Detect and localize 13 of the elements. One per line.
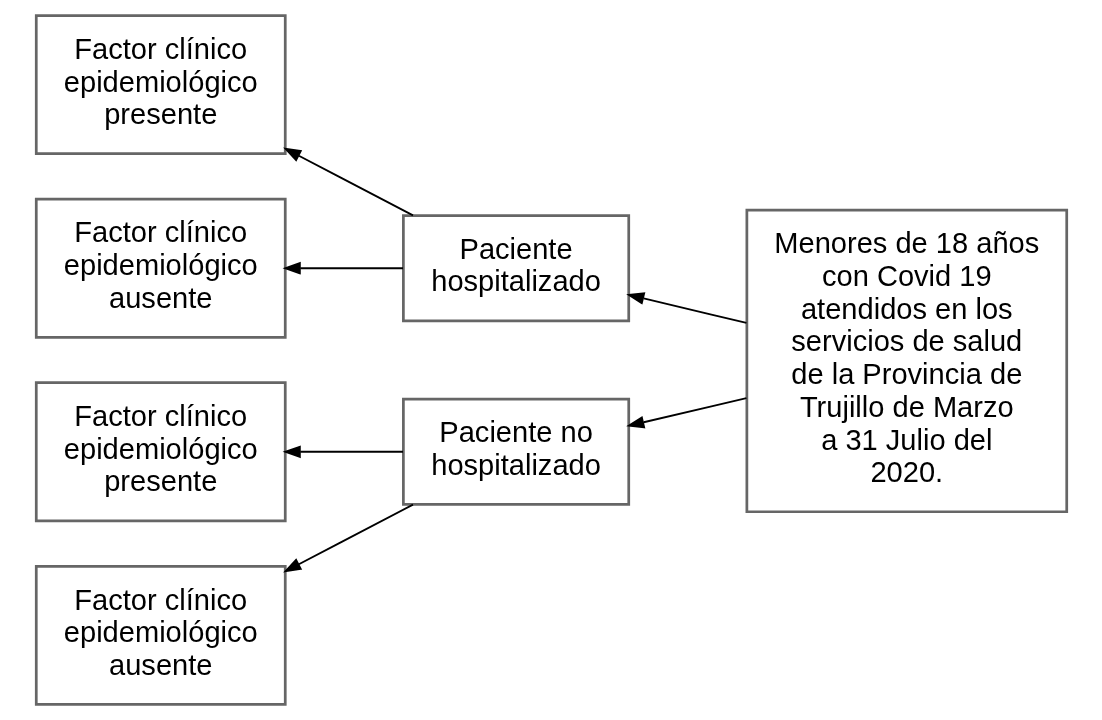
arrow [625, 292, 747, 324]
node-box: Factor clínico epidemiológico ausente [34, 197, 287, 339]
arrow [282, 261, 404, 275]
node-box: Paciente hospitalizado [401, 214, 630, 323]
arrow [282, 503, 414, 573]
arrow [625, 397, 747, 429]
arrow [282, 147, 414, 217]
node-box: Factor clínico epidemiológico presente [34, 381, 287, 523]
node-box: Factor clínico epidemiológico ausente [34, 564, 287, 706]
node-box: Paciente no hospitalizado [401, 397, 630, 506]
node-box: Menores de 18 años con Covid 19 atendidos en los servicios de salud de la Provincia de Trujillo de Marzo a 31 Julio del 2020. [745, 208, 1068, 514]
arrow [282, 445, 404, 459]
node-box: Factor clínico epidemiológico presente [34, 14, 287, 156]
